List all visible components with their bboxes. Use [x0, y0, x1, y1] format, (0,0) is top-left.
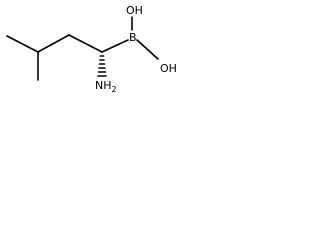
stereo-hashed-wedge — [97, 55, 107, 77]
molecule-structure: OH B OH NH2 — [6, 4, 177, 94]
bond-boron-oh-right — [136, 39, 159, 60]
amine-subscript: 2 — [112, 85, 117, 94]
bond-isopropyl-ch2 — [37, 34, 70, 53]
atom-label-boron: B — [129, 31, 137, 44]
amine-nh-text: NH — [95, 79, 112, 92]
bond-alpha-carbon-boron — [101, 39, 129, 53]
bond-ch2-alpha-carbon — [68, 34, 103, 53]
bond-methyl-upper — [6, 35, 39, 53]
atom-label-oh-top: OH — [126, 4, 143, 17]
atom-label-oh-right: OH — [160, 62, 177, 75]
atom-label-amine: NH2 — [95, 79, 117, 94]
